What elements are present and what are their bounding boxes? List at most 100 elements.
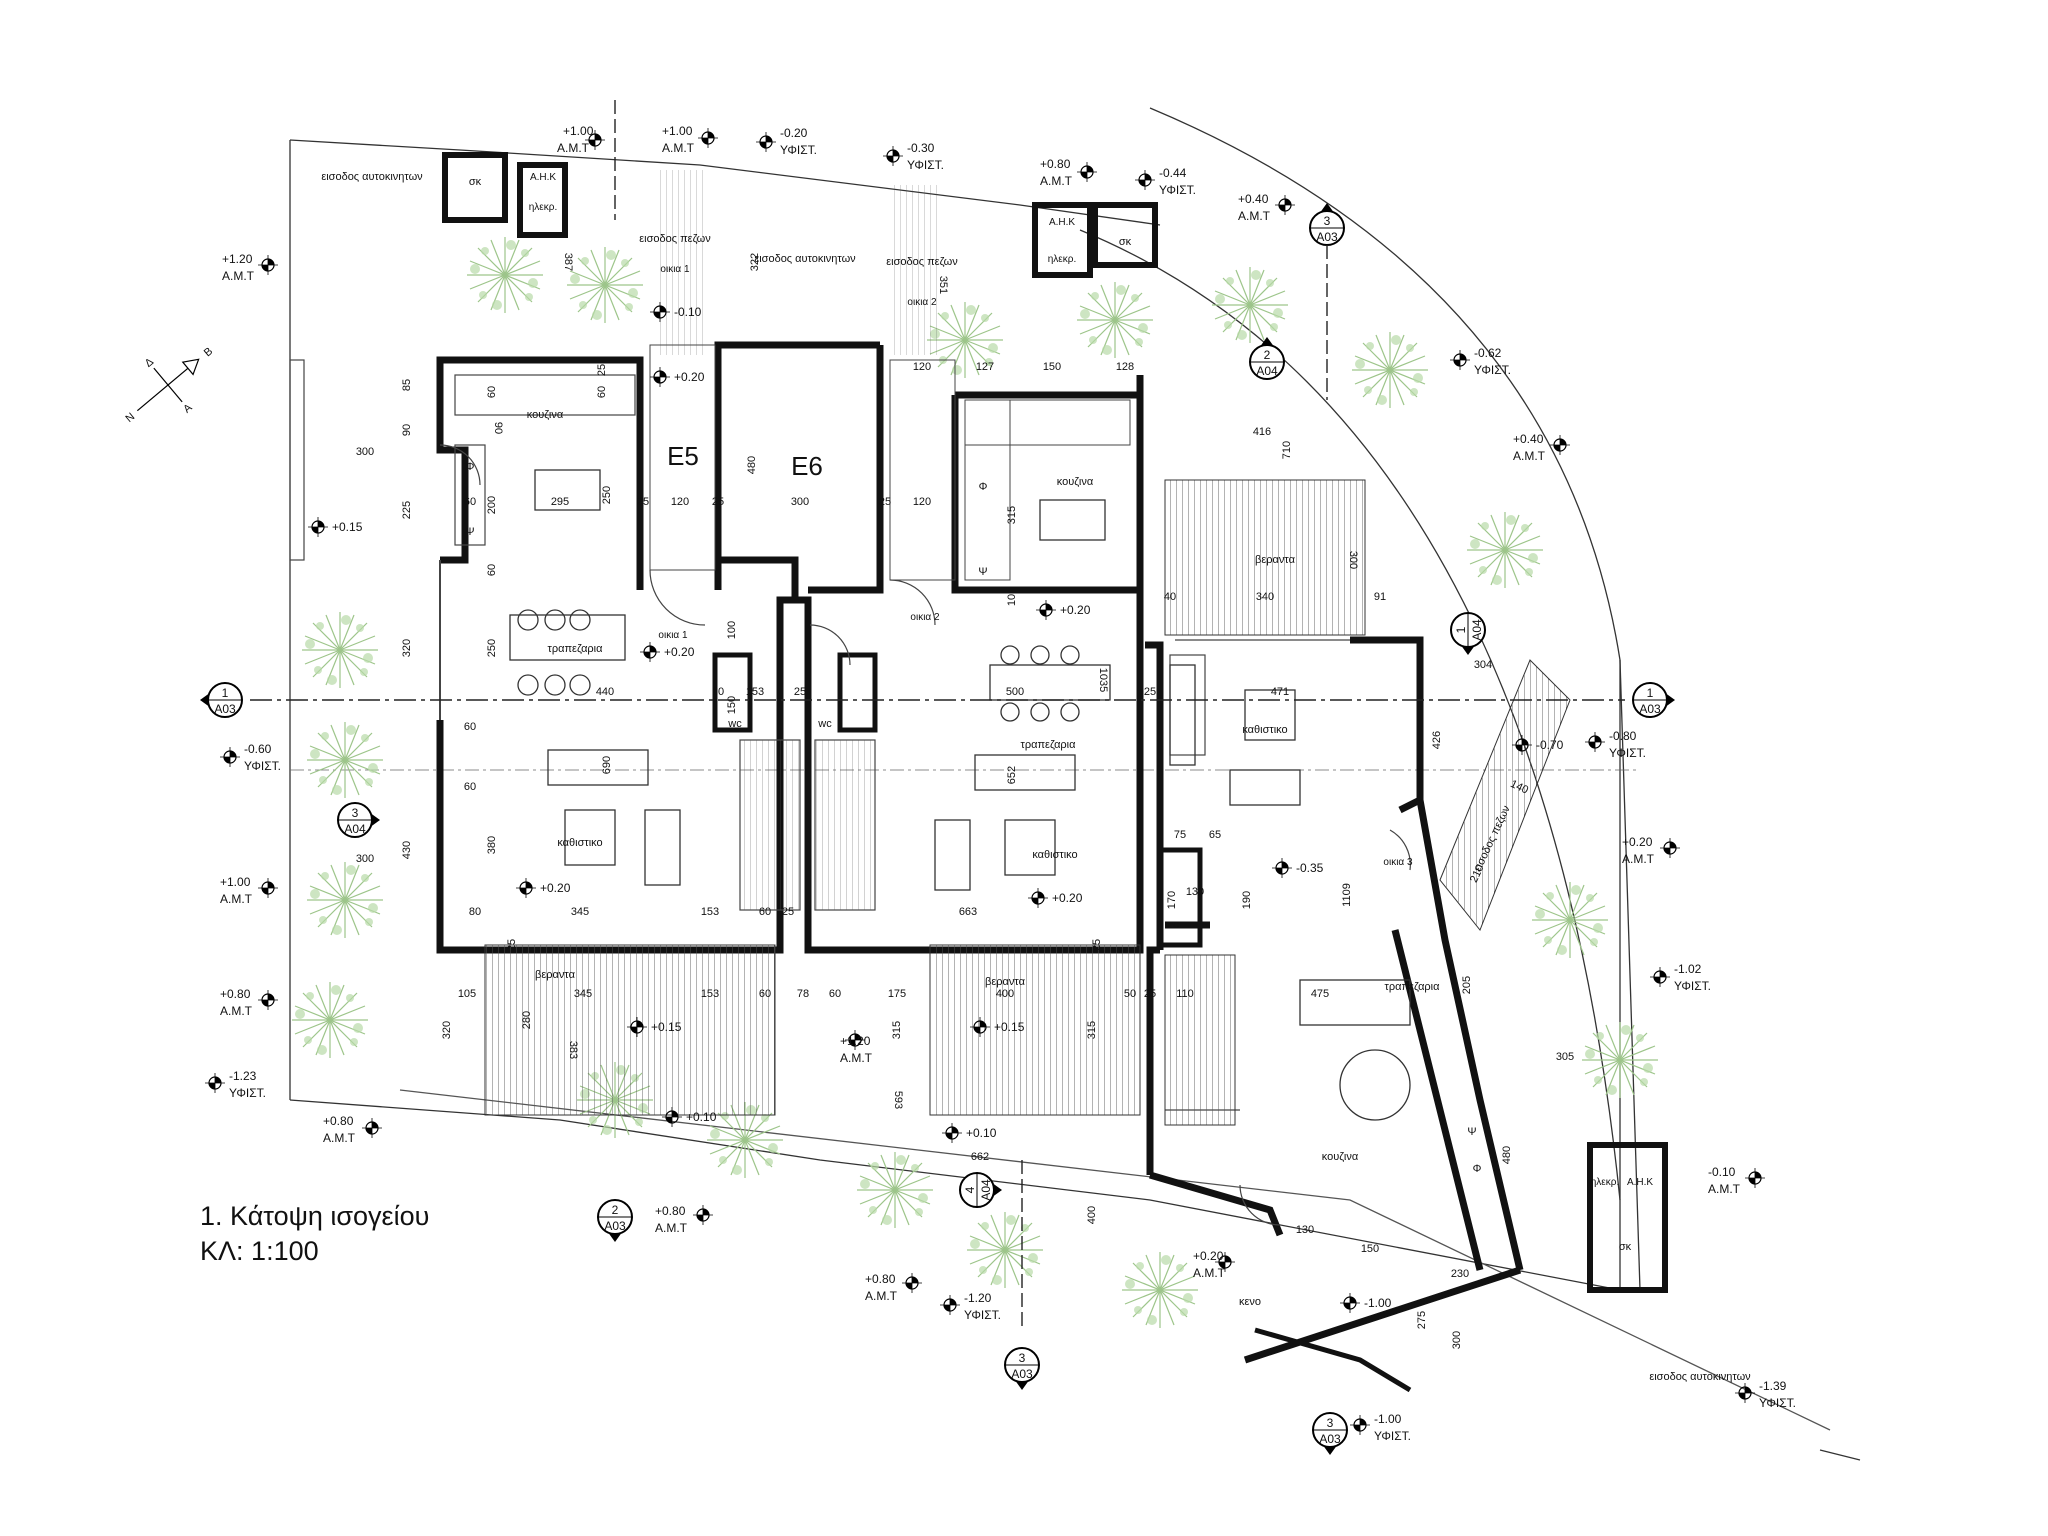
svg-text:+0.15: +0.15 — [651, 1020, 682, 1034]
svg-text:A03: A03 — [604, 1219, 626, 1233]
floor-level-marker: -0.70 — [1511, 734, 1564, 756]
label-house1-tag-b: οικια 1 — [658, 630, 688, 641]
svg-text:-0.70: -0.70 — [1536, 738, 1564, 752]
label-psi-3: Ψ — [1467, 1126, 1476, 1138]
svg-text:Α.Μ.Τ: Α.Μ.Τ — [1513, 449, 1546, 463]
dim-10b: 10 — [712, 686, 724, 698]
svg-text:+1.00: +1.00 — [563, 124, 594, 138]
svg-text:Α.Μ.Τ: Α.Μ.Τ — [662, 141, 695, 155]
svg-text:Β: Β — [202, 345, 215, 359]
label-sk-2: σκ — [1119, 236, 1132, 248]
dim-387: 387 — [562, 253, 574, 271]
label-entrance-cars-1: εισοδος αυτοκινητων — [321, 171, 423, 183]
svg-text:-0.80: -0.80 — [1609, 729, 1637, 743]
dim-315c: 315 — [1086, 1021, 1098, 1039]
svg-text:Α: Α — [181, 401, 195, 415]
svg-text:ΥΦΙΣΤ.: ΥΦΙΣΤ. — [907, 158, 944, 172]
dim-60c: 60 — [464, 496, 476, 508]
floor-level-marker: +0.15 — [969, 1016, 1025, 1038]
dim-150b: 150 — [726, 696, 738, 714]
level-marker: +0.80Α.Μ.Τ — [323, 1114, 383, 1145]
dim-91: 91 — [1374, 591, 1386, 603]
label-wc-3: wc — [1164, 919, 1179, 931]
level-marker: +0.80Α.Μ.Τ — [655, 1204, 714, 1235]
svg-text:-1.39: -1.39 — [1759, 1379, 1787, 1393]
dim-1035: 1035 — [1097, 668, 1109, 692]
svg-text:Α.Μ.Τ: Α.Μ.Τ — [220, 892, 253, 906]
dim-153b: 153 — [701, 906, 719, 918]
dim-50: 50 — [1124, 988, 1136, 1000]
dim-416: 416 — [1253, 426, 1271, 438]
floor-level-marker: +0.15 — [307, 516, 363, 538]
svg-text:+1.20: +1.20 — [840, 1034, 871, 1048]
dim-150c: 150 — [1361, 1243, 1379, 1255]
label-house3-tag: οικια 3 — [1383, 857, 1413, 868]
unit-label-e5: E5 — [667, 441, 699, 471]
dim-593: 593 — [892, 1091, 904, 1109]
label-dining-1: τραπεζαρια — [548, 643, 604, 655]
floor-level-marker: +0.10 — [941, 1122, 997, 1144]
label-ahk-3: Α.Η.Κ — [1627, 1177, 1653, 1188]
dim-25d: 25 — [879, 496, 891, 508]
dim-25j: 25 — [1144, 988, 1156, 1000]
label-entrance-cars-2: εισοδος αυτοκινητων — [754, 253, 856, 265]
svg-text:Α.Μ.Τ: Α.Μ.Τ — [557, 141, 590, 155]
svg-text:+1.20: +1.20 — [222, 252, 253, 266]
floor-level-marker: +0.20 — [1035, 599, 1091, 621]
svg-text:Α.Μ.Τ: Α.Μ.Τ — [840, 1051, 873, 1065]
compass-icon: Β Δ Α Ν — [123, 345, 215, 425]
label-entrance-ped-2: εισοδος πεζων — [886, 256, 958, 268]
dim-120c: 120 — [913, 496, 931, 508]
svg-text:-1.23: -1.23 — [229, 1069, 257, 1083]
level-marker: +0.20Α.Μ.Τ — [1622, 835, 1681, 866]
dim-25h: 25 — [506, 939, 518, 951]
svg-text:Ν: Ν — [123, 411, 137, 425]
level-marker: +1.00Α.Μ.Τ — [662, 124, 719, 155]
dim-480a: 480 — [746, 456, 758, 474]
svg-text:A03: A03 — [1316, 230, 1338, 244]
floor-level-marker: +0.20 — [649, 366, 705, 388]
dim-65: 65 — [1209, 829, 1221, 841]
dim-60a: 60 — [486, 386, 498, 398]
svg-text:A04: A04 — [1470, 619, 1484, 641]
dim-100: 100 — [726, 621, 738, 639]
svg-text:1: 1 — [1647, 686, 1654, 700]
svg-text:-1.02: -1.02 — [1674, 962, 1702, 976]
svg-text:ΥΦΙΣΤ.: ΥΦΙΣΤ. — [244, 759, 281, 773]
label-veranda-2: βεραντα — [985, 976, 1026, 988]
drawing-title-line1: 1. Κάτοψη ισογείου — [200, 1201, 429, 1231]
dim-304: 304 — [1474, 659, 1492, 671]
svg-text:3: 3 — [1324, 214, 1331, 228]
svg-text:-0.10: -0.10 — [1708, 1165, 1736, 1179]
dim-153c: 153 — [701, 988, 719, 1000]
dim-250b: 250 — [486, 639, 498, 657]
label-ilekr-3: ηλεκρ. — [1591, 1177, 1620, 1188]
dim-105: 105 — [458, 988, 476, 1000]
svg-text:+0.15: +0.15 — [994, 1020, 1025, 1034]
label-living-3: καθιστικο — [1242, 724, 1287, 736]
dim-127: 127 — [976, 361, 994, 373]
svg-text:A03: A03 — [1319, 1432, 1341, 1446]
label-ahk-2: Α.Η.Κ — [1049, 217, 1075, 228]
dim-345a: 345 — [571, 906, 589, 918]
svg-text:3: 3 — [1019, 1351, 1026, 1365]
dim-471: 471 — [1271, 686, 1289, 698]
dim-315a: 315 — [1006, 506, 1018, 524]
floor-level-marker: +0.20 — [639, 641, 695, 663]
dim-315b: 315 — [891, 1021, 903, 1039]
svg-text:1: 1 — [1454, 626, 1468, 633]
svg-text:+0.15: +0.15 — [332, 520, 363, 534]
svg-text:-0.20: -0.20 — [780, 126, 808, 140]
svg-text:A04: A04 — [1256, 364, 1278, 378]
svg-text:+0.40: +0.40 — [1513, 432, 1544, 446]
label-veranda-1: βεραντα — [535, 969, 576, 981]
label-psi-2: Ψ — [978, 566, 987, 578]
level-marker: +1.00Α.Μ.Τ — [557, 124, 606, 155]
svg-text:-0.44: -0.44 — [1159, 166, 1187, 180]
